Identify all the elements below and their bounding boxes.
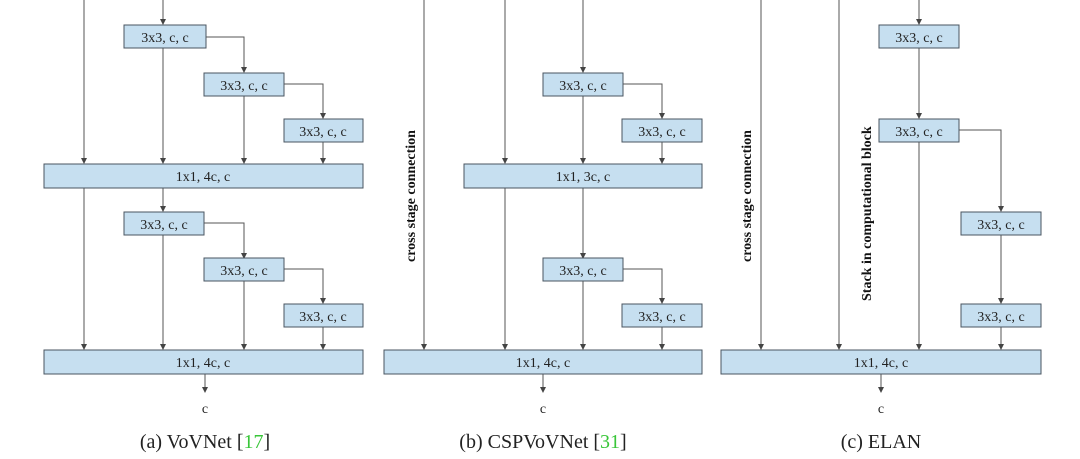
vovnet-diagram: 3x3, c, c 3x3, c, c 3x3, c, c 1x1, 4c, c… (43, 0, 364, 453)
elan-caption: (c) ELAN (841, 431, 922, 453)
svg-text:3x3, c, c: 3x3, c, c (299, 310, 346, 325)
svg-text:3x3, c, c: 3x3, c, c (638, 125, 685, 140)
svg-text:3x3, c, c: 3x3, c, c (141, 31, 188, 46)
cspvovnet-cross-stage-label: cross stage connection (404, 130, 419, 262)
svg-text:3x3, c, c: 3x3, c, c (977, 218, 1024, 233)
cspvovnet-block-3x3-4: 3x3, c, c (621, 303, 703, 328)
vovnet-block-3x3-5: 3x3, c, c (203, 257, 285, 282)
vovnet-caption: (a) VoVNet [17] (140, 431, 270, 453)
cspvovnet-aggregation-2: 1x1, 4c, c (383, 349, 703, 375)
svg-text:3x3, c, c: 3x3, c, c (220, 264, 267, 279)
svg-text:3x3, c, c: 3x3, c, c (559, 79, 606, 94)
elan-block-3x3-4: 3x3, c, c (960, 303, 1042, 328)
vovnet-aggregation-1: 1x1, 4c, c (43, 163, 364, 189)
cspvovnet-output-label: c (540, 402, 546, 417)
cspvovnet-aggregation-1: 1x1, 3c, c (463, 163, 703, 189)
svg-text:3x3, c, c: 3x3, c, c (895, 31, 942, 46)
elan-output-label: c (878, 402, 884, 417)
svg-text:3x3, c, c: 3x3, c, c (140, 218, 187, 233)
svg-text:3x3, c, c: 3x3, c, c (299, 125, 346, 140)
cspvovnet-caption: (b) CSPVoVNet [31] (459, 431, 626, 453)
svg-text:1x1, 4c, c: 1x1, 4c, c (176, 170, 230, 185)
elan-block-3x3-2: 3x3, c, c (878, 118, 960, 143)
elan-wires (758, 0, 1004, 393)
vovnet-block-3x3-2: 3x3, c, c (203, 72, 285, 97)
svg-text:3x3, c, c: 3x3, c, c (977, 310, 1024, 325)
cspvovnet-diagram: cross stage connection 3x3, c, c 3x3, c,… (383, 0, 703, 453)
vovnet-citation[interactable]: 17 (244, 431, 264, 453)
vovnet-output-label: c (202, 402, 208, 417)
svg-text:1x1, 4c, c: 1x1, 4c, c (176, 356, 230, 371)
svg-text:1x1, 4c, c: 1x1, 4c, c (854, 356, 908, 371)
svg-text:1x1, 4c, c: 1x1, 4c, c (516, 356, 570, 371)
vovnet-block-3x3-1: 3x3, c, c (123, 24, 207, 49)
svg-text:1x1, 3c, c: 1x1, 3c, c (556, 170, 610, 185)
cspvovnet-block-3x3-2: 3x3, c, c (621, 118, 703, 143)
vovnet-block-3x3-4: 3x3, c, c (123, 211, 205, 236)
elan-block-3x3-3: 3x3, c, c (960, 211, 1042, 236)
elan-diagram: cross stage connection Stack in computat… (720, 0, 1042, 453)
elan-stack-label: Stack in computational block (860, 126, 875, 301)
cspvovnet-wires (421, 0, 665, 393)
cspvovnet-citation[interactable]: 31 (600, 431, 620, 453)
vovnet-aggregation-2: 1x1, 4c, c (43, 349, 364, 375)
elan-aggregation: 1x1, 4c, c (720, 349, 1042, 375)
cspvovnet-block-3x3-3: 3x3, c, c (542, 257, 624, 282)
vovnet-block-3x3-6: 3x3, c, c (283, 303, 364, 328)
svg-text:3x3, c, c: 3x3, c, c (220, 79, 267, 94)
vovnet-wires (81, 0, 326, 393)
svg-text:3x3, c, c: 3x3, c, c (895, 125, 942, 140)
vovnet-block-3x3-3: 3x3, c, c (283, 118, 364, 143)
cspvovnet-block-3x3-1: 3x3, c, c (542, 72, 624, 97)
svg-text:3x3, c, c: 3x3, c, c (638, 310, 685, 325)
elan-cross-stage-label: cross stage connection (740, 130, 755, 262)
svg-text:3x3, c, c: 3x3, c, c (559, 264, 606, 279)
elan-block-3x3-1: 3x3, c, c (878, 24, 960, 49)
